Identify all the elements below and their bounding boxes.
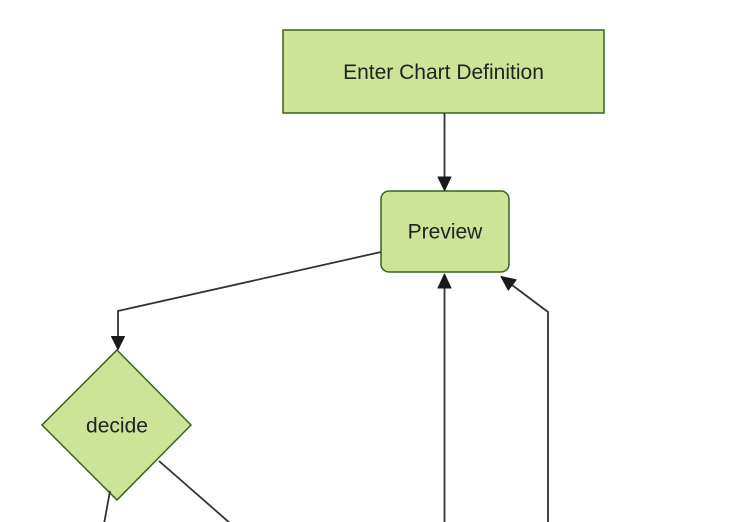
node-preview-label: Preview [408,221,484,244]
node-enter-chart-definition: Enter Chart Definition [282,29,605,114]
arrowhead-up-left-icon [500,276,517,291]
arrowhead-down-icon [111,336,125,350]
node-decide-label: decide [86,415,148,438]
edge-decide-to-offscreen-left [103,490,111,522]
edge-bottom-to-preview [437,273,452,522]
node-decide-shape [40,348,193,502]
edge-preview-to-decide-line [117,251,382,337]
edge-decide-to-offscreen-right [158,460,231,522]
edge-decide-offscreen-right-line [158,460,231,522]
edge-bottom-right-to-preview [500,276,549,522]
edge-preview-to-decide [111,251,382,350]
node-decide: decide [40,348,193,502]
edge-bottom-right-to-preview-line [511,284,549,522]
edge-enter-to-preview [437,113,452,191]
arrowhead-down-icon [437,176,452,191]
arrowhead-up-icon [437,273,452,289]
node-enter-chart-definition-label: Enter Chart Definition [343,61,544,84]
node-preview: Preview [380,190,510,273]
edge-decide-offscreen-left-line [103,490,111,522]
node-enter-chart-definition-shape [282,29,605,114]
node-preview-shape [380,190,510,273]
